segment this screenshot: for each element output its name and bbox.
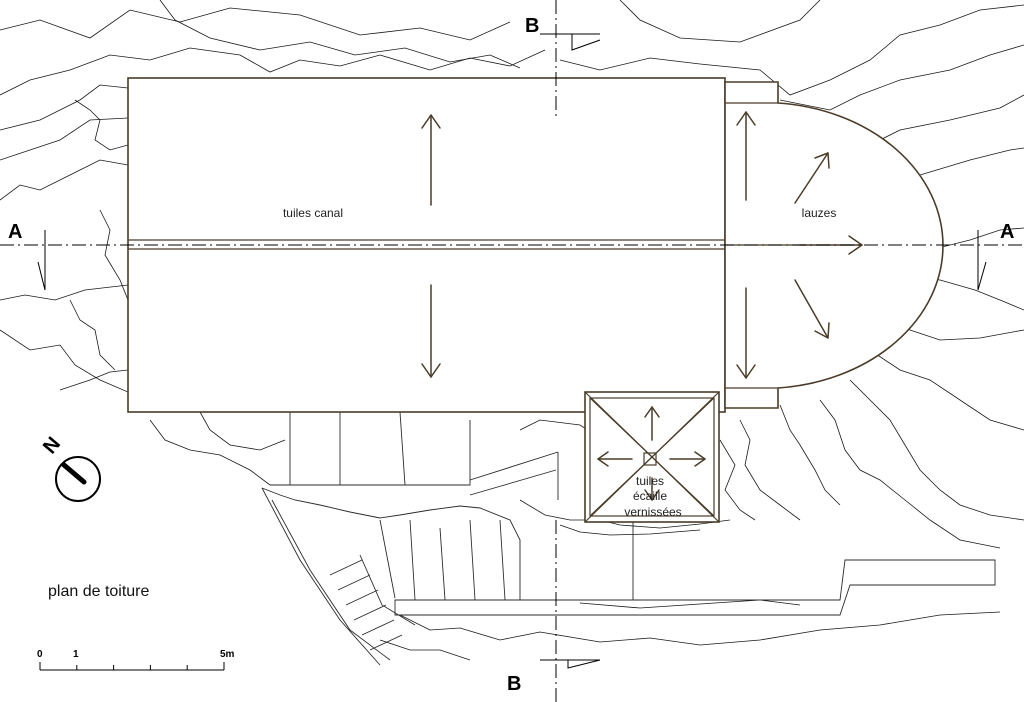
arrow-nave-down xyxy=(421,284,441,378)
section-label-b-top: B xyxy=(525,15,539,37)
north-label: N xyxy=(39,433,65,458)
arrow-tower-down xyxy=(644,477,660,501)
labels: tuiles canal lauzes tuiles écaille verni… xyxy=(8,15,1014,695)
drainage-arrows xyxy=(421,111,863,501)
section-label-a-left: A xyxy=(8,221,22,243)
section-marker-b-top xyxy=(540,33,601,51)
arrow-tower-right xyxy=(669,451,706,467)
contour-lines xyxy=(0,0,1024,661)
lower-structures xyxy=(261,411,996,666)
section-label-b-bottom: B xyxy=(507,673,521,695)
arrow-apse-up xyxy=(736,111,756,201)
scale-label-start: 0 xyxy=(37,649,43,660)
label-tower-line3: vernissées xyxy=(624,505,681,519)
label-tower-line2: écaille xyxy=(633,489,667,503)
label-tuiles-canal: tuiles canal xyxy=(283,206,343,220)
scale-label-first: 1 xyxy=(73,649,79,660)
drawing-title: plan de toiture xyxy=(48,583,150,600)
scale-label-end: 5m xyxy=(220,649,235,660)
section-marker-a-right xyxy=(977,230,987,291)
label-lauzes: lauzes xyxy=(802,206,837,220)
section-marker-a-left xyxy=(37,230,46,291)
arrow-apse-down xyxy=(736,287,756,379)
arrow-apse-downright xyxy=(794,279,830,339)
north-arrow-icon: N xyxy=(39,433,101,502)
arrow-tower-up xyxy=(644,406,660,441)
scale-ticks xyxy=(39,662,225,670)
arrow-apse-upright xyxy=(794,152,830,204)
section-marker-b-bottom xyxy=(540,659,601,669)
scale-bar: 0 1 5m xyxy=(37,649,235,671)
label-tower-line1: tuiles xyxy=(636,474,664,488)
section-label-a-right: A xyxy=(1000,221,1014,243)
arrow-nave-up xyxy=(421,114,441,206)
arrow-tower-left xyxy=(597,451,633,467)
